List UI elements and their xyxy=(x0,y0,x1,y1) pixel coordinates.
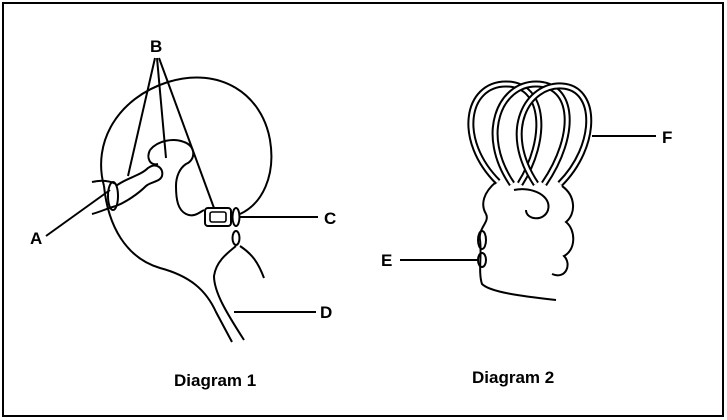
skull-outline xyxy=(100,76,273,215)
malleus xyxy=(115,164,164,207)
tube-wall xyxy=(239,245,265,279)
diagram-2-caption: Diagram 2 xyxy=(472,368,554,387)
upper-window xyxy=(477,230,487,250)
leader-a xyxy=(45,189,111,237)
stapes xyxy=(204,207,232,227)
round-window xyxy=(231,230,241,246)
leader-b3 xyxy=(158,57,215,209)
leader-b1 xyxy=(127,57,156,177)
incus xyxy=(149,139,205,217)
diagram-1: B A C D Diagram 1 xyxy=(30,37,336,390)
label-e: E xyxy=(381,251,392,270)
label-a: A xyxy=(30,229,42,248)
stapes-inner xyxy=(209,211,227,223)
oval-window xyxy=(231,207,241,227)
semicircular-canals xyxy=(467,80,593,187)
vestibule-body xyxy=(478,181,557,301)
lower-window xyxy=(477,252,487,268)
label-d: D xyxy=(320,303,332,322)
diagram-1-caption: Diagram 1 xyxy=(174,371,256,390)
label-f: F xyxy=(662,128,672,147)
eardrum xyxy=(107,181,119,211)
diagram-2: E F Diagram 2 xyxy=(381,80,672,387)
stapes-link xyxy=(147,149,159,166)
cochlea-coil xyxy=(513,188,550,220)
leader-b2 xyxy=(156,57,167,159)
label-c: C xyxy=(324,209,336,228)
lower-outline xyxy=(103,185,233,343)
label-b: B xyxy=(150,37,162,56)
cochlea-right xyxy=(551,185,575,277)
eustachian-tube xyxy=(212,245,245,341)
